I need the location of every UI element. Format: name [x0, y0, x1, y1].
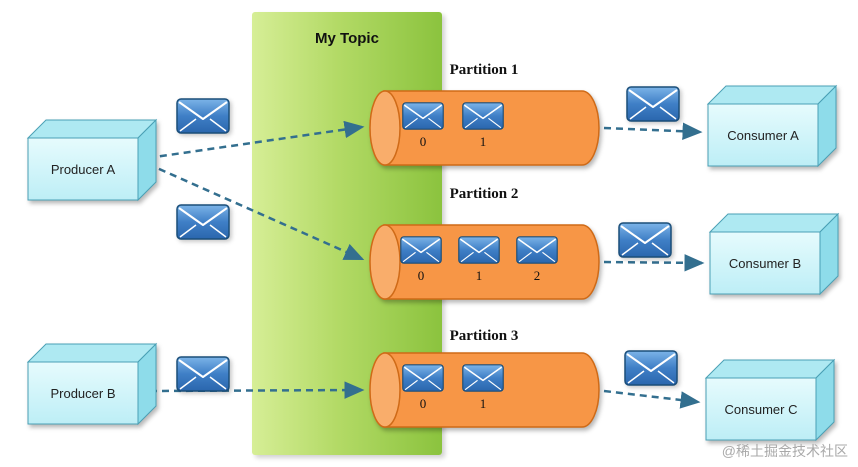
envelope-icon	[626, 86, 680, 122]
message-number: 0	[419, 396, 427, 411]
producer-b-box	[26, 342, 158, 426]
message-number: 1	[475, 268, 483, 283]
consumer-b-label: Consumer B	[728, 255, 802, 271]
topic-title: My Topic	[315, 30, 379, 47]
envelope-icon	[516, 236, 558, 264]
arrow-partition-1-to-consumer-a	[603, 122, 703, 141]
consumer-b-box	[708, 212, 840, 296]
message-number: 0	[417, 268, 425, 283]
envelope-icon	[176, 356, 230, 392]
arrow-partition-3-to-consumer-c	[603, 389, 701, 409]
message-number: 1	[479, 134, 487, 149]
envelope-icon	[462, 102, 504, 130]
partition-2-label: Partition 2	[449, 186, 519, 202]
partition-1-label: Partition 1	[449, 62, 519, 78]
partition-3-label: Partition 3	[449, 328, 519, 344]
envelope-icon	[402, 364, 444, 392]
producer-a-box	[26, 118, 158, 202]
consumer-a-box	[706, 84, 838, 168]
envelope-icon	[402, 102, 444, 130]
consumer-c-box	[704, 358, 836, 442]
producer-a-label: Producer A	[50, 161, 116, 177]
consumer-a-label: Consumer A	[727, 127, 799, 143]
message-number: 1	[479, 396, 487, 411]
envelope-icon	[462, 364, 504, 392]
consumer-c-label: Consumer C	[724, 401, 798, 417]
envelope-icon	[400, 236, 442, 264]
envelope-icon	[624, 350, 678, 386]
envelope-icon	[176, 98, 230, 134]
envelope-icon	[618, 222, 672, 258]
arrow-partition-2-to-consumer-b	[603, 254, 705, 272]
message-number: 2	[533, 268, 541, 283]
message-number: 0	[419, 134, 427, 149]
producer-b-label: Producer B	[50, 385, 116, 401]
envelope-icon	[458, 236, 500, 264]
envelope-icon	[176, 204, 230, 240]
watermark: @稀土掘金技术社区	[721, 443, 848, 459]
